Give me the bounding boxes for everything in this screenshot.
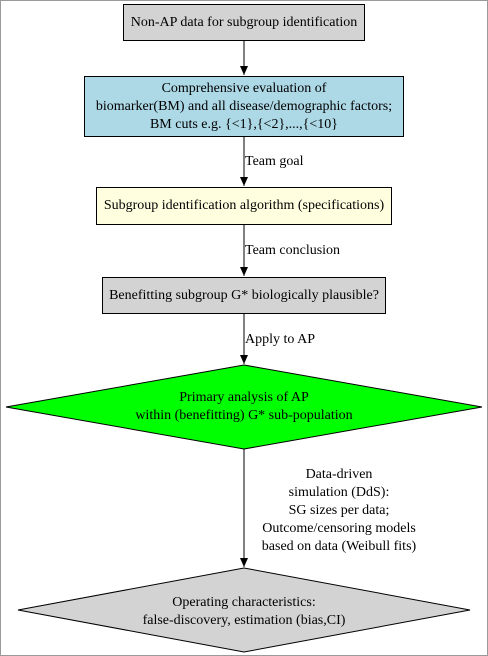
comprehensive-evaluation-box: Comprehensive evaluation of biomarker(BM…: [84, 76, 404, 137]
evaluation-line-1: Comprehensive evaluation of: [161, 80, 327, 96]
plausibility-label: Benefitting subgroup G* biologically pla…: [109, 287, 379, 303]
simulation-line-2: simulation (DdS):: [288, 485, 390, 500]
non-ap-data-label: Non-AP data for subgroup identification: [130, 14, 358, 30]
data-driven-simulation-label: Data-driven simulation (DdS): SG sizes p…: [246, 466, 432, 556]
plausibility-box: Benefitting subgroup G* biologically pla…: [102, 277, 386, 314]
primary-analysis-line-2: within (benefitting) G* sub-population: [135, 408, 353, 423]
primary-analysis-text: Primary analysis of AP within (benefitti…: [94, 389, 394, 425]
simulation-line-5: based on data (Weibull fits): [261, 539, 417, 554]
operating-characteristics-diamond: [17, 567, 471, 653]
evaluation-line-2: biomarker(BM) and all disease/demographi…: [95, 98, 393, 114]
operating-characteristics-text: Operating characteristics: false-discove…: [94, 594, 394, 630]
team-goal-label: Team goal: [245, 154, 304, 169]
simulation-line-1: Data-driven: [305, 467, 373, 482]
simulation-line-3: SG sizes per data;: [288, 503, 390, 518]
simulation-line-4: Outcome/censoring models: [262, 521, 416, 536]
primary-analysis-diamond: [5, 364, 483, 450]
algorithm-box: Subgroup identification algorithm (speci…: [96, 187, 392, 225]
operating-line-1: Operating characteristics:: [172, 595, 316, 610]
non-ap-data-box: Non-AP data for subgroup identification: [123, 4, 365, 41]
apply-to-ap-label: Apply to AP: [245, 332, 316, 347]
team-conclusion-label: Team conclusion: [245, 243, 341, 258]
primary-analysis-line-1: Primary analysis of AP: [179, 390, 309, 405]
evaluation-line-3: BM cuts e.g. {<1},{<2},...,{<10}: [149, 116, 339, 132]
operating-line-2: false-discovery, estimation (bias,CI): [142, 613, 346, 628]
algorithm-label: Subgroup identification algorithm (speci…: [103, 198, 385, 213]
